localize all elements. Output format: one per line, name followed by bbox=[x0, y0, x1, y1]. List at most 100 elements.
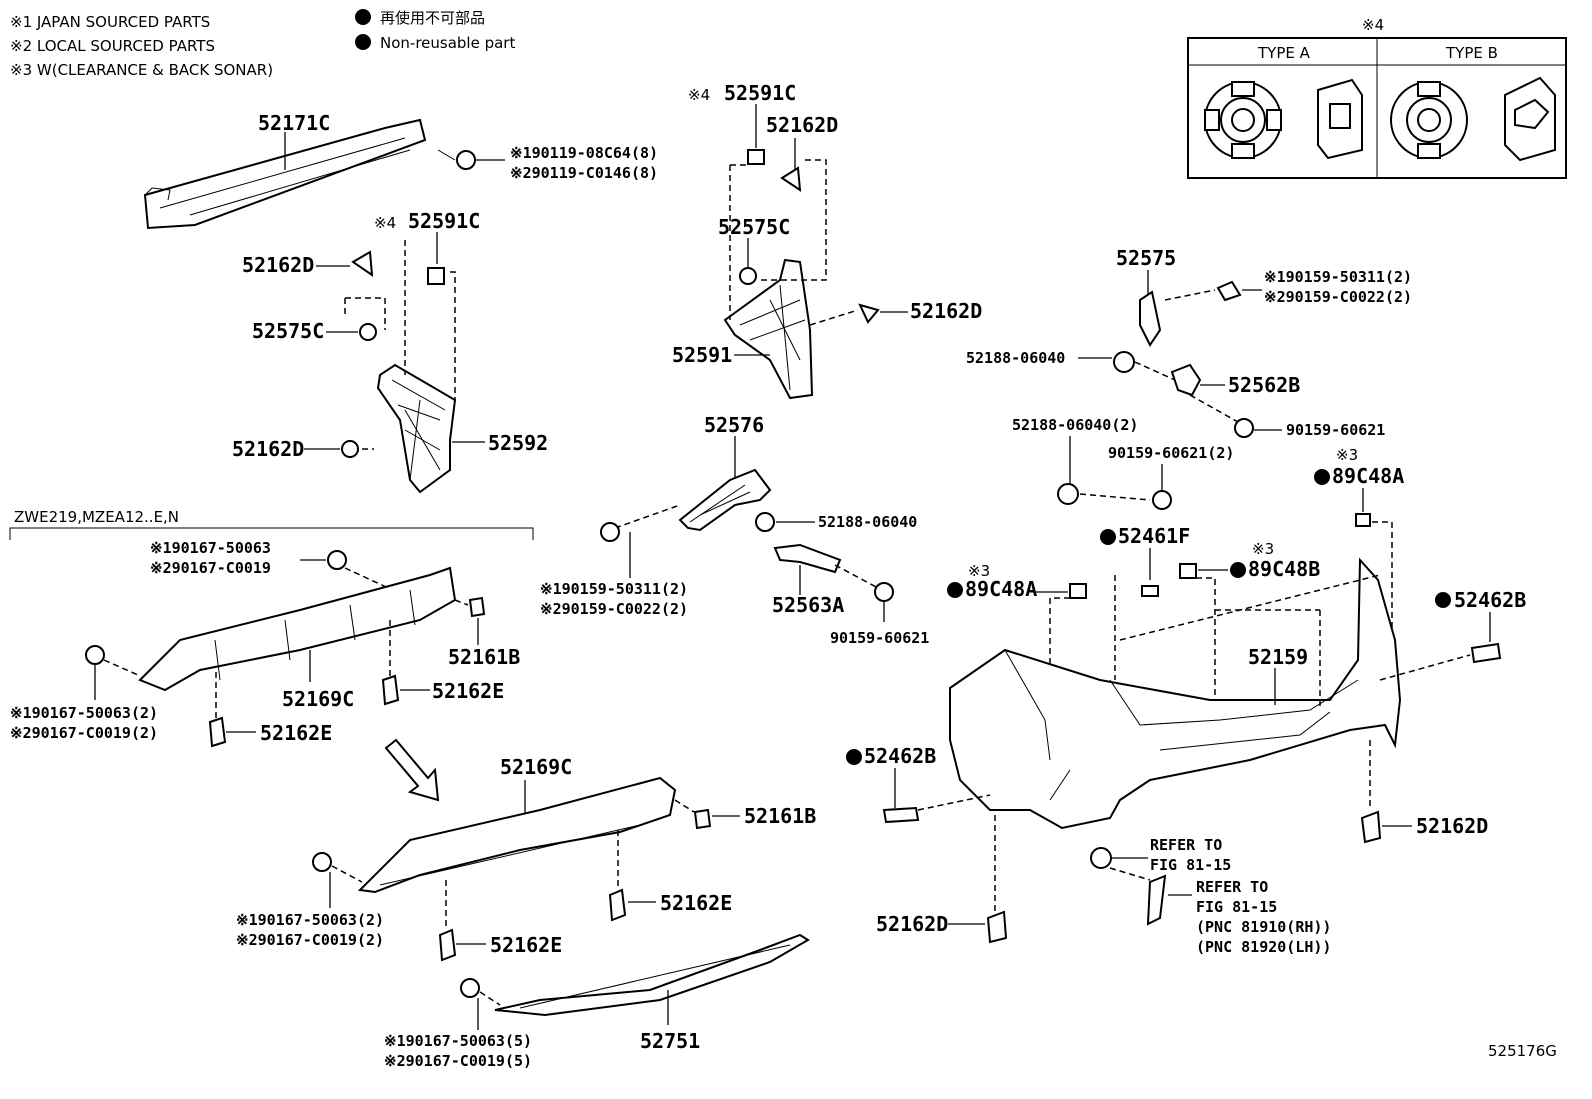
clip-icon bbox=[739, 267, 757, 285]
garnish-52169C-lower[interactable] bbox=[357, 776, 677, 894]
clip-icon bbox=[351, 250, 374, 278]
type-b-label: TYPE B bbox=[1445, 44, 1498, 62]
label-refer-a1: REFER TO bbox=[1150, 836, 1222, 854]
reflector-icon bbox=[1146, 874, 1167, 926]
label-52462B-a: 52462B bbox=[1454, 588, 1526, 612]
bracket-52591[interactable] bbox=[723, 258, 814, 400]
type-a-label: TYPE A bbox=[1257, 44, 1311, 62]
legend-note-1: ※1 JAPAN SOURCED PARTS bbox=[10, 13, 210, 31]
non-reusable-dot-icon bbox=[1100, 529, 1116, 545]
label-refer-b4: (PNC 81920(LH)) bbox=[1196, 938, 1331, 956]
label-52188-c: 52188-06040(2) bbox=[1012, 416, 1138, 434]
variant-section: ZWE219,MZEA12..E,N ※190167-50063 ※290167… bbox=[9, 508, 534, 748]
label-89C48A-a: 89C48A bbox=[1332, 464, 1404, 488]
clip-icon bbox=[608, 888, 627, 922]
label-mark3-c: ※3 bbox=[968, 562, 990, 580]
cap-icon bbox=[693, 808, 712, 830]
reinforcement-52171C-group: 52171C ※190119-08C64(8) ※290119-C0146(8) bbox=[143, 111, 658, 230]
label-52162D-e: 52162D bbox=[1416, 814, 1488, 838]
label-90159-b: 90159-60621 bbox=[1286, 421, 1385, 439]
bracket-52563A[interactable] bbox=[773, 543, 842, 574]
label-52169C-a: 52169C bbox=[282, 687, 354, 711]
bolt-icon bbox=[437, 149, 476, 170]
label-52162D-c: 52162D bbox=[766, 113, 838, 137]
label-refer-b1: REFER TO bbox=[1196, 878, 1268, 896]
type-box-mark: ※4 bbox=[1362, 16, 1384, 34]
clip-icon bbox=[359, 323, 377, 341]
clip-icon bbox=[1057, 483, 1079, 505]
label-52171C: 52171C bbox=[258, 111, 330, 135]
label-bolt-s2-d: ※290167-C0019 bbox=[150, 559, 271, 577]
label-52162E-b: 52162E bbox=[260, 721, 332, 745]
garnish-52169C-upper[interactable] bbox=[138, 566, 457, 692]
bolt-icon bbox=[85, 645, 105, 665]
direction-arrow-icon bbox=[384, 738, 440, 802]
label-90159-c: 90159-60621(2) bbox=[1108, 444, 1234, 462]
label-52159: 52159 bbox=[1248, 645, 1308, 669]
pad-icon bbox=[1470, 642, 1502, 664]
label-52461F: 52461F bbox=[1118, 524, 1190, 548]
bumper-reinforcement-52171C[interactable] bbox=[143, 118, 427, 230]
label-52162D-d: 52162D bbox=[910, 299, 982, 323]
rear-bumper-group: 52188-06040(2) 90159-60621(2) ※3 89C48A … bbox=[846, 416, 1526, 956]
label-52162E-c: 52162E bbox=[660, 891, 732, 915]
type-b-clip-icon bbox=[1390, 76, 1556, 162]
clip-icon bbox=[755, 512, 775, 532]
non-reusable-dot-icon bbox=[355, 34, 371, 50]
label-52751: 52751 bbox=[640, 1029, 700, 1053]
label-52188-a: 52188-06040 bbox=[818, 513, 917, 531]
label-52162D-b: 52162D bbox=[232, 437, 304, 461]
label-bolt-s1-c: ※190159-50311(2) bbox=[1264, 268, 1412, 286]
bolt-icon bbox=[327, 550, 347, 570]
bolt-icon bbox=[312, 852, 332, 872]
bolt-icon bbox=[460, 978, 480, 998]
lower-garnish-group: 52169C 52161B 52162E ※190167-50063(2) ※2… bbox=[236, 755, 816, 1070]
label-mark3-a: ※3 bbox=[1336, 446, 1358, 464]
label-52592: 52592 bbox=[488, 431, 548, 455]
bracket-52576[interactable] bbox=[678, 468, 772, 532]
label-refer-a2: FIG 81-15 bbox=[1150, 856, 1231, 874]
label-bolt-s1-f: ※190167-50063(2) bbox=[236, 911, 384, 929]
sensor-retainer-icon bbox=[1069, 583, 1087, 599]
label-mark3-b: ※3 bbox=[1252, 540, 1274, 558]
label-bolt-s2-f: ※290167-C0019(2) bbox=[236, 931, 384, 949]
non-reusable-dot-icon bbox=[355, 9, 371, 25]
label-52575C-b: 52575C bbox=[718, 215, 790, 239]
clip-icon bbox=[381, 674, 400, 706]
label-52591C-b: 52591C bbox=[724, 81, 796, 105]
label-bolt-s2-g: ※290167-C0019(5) bbox=[384, 1052, 532, 1070]
bracket-52575[interactable] bbox=[1139, 290, 1162, 347]
label-52575: 52575 bbox=[1116, 246, 1176, 270]
nut-icon bbox=[427, 267, 445, 285]
label-bolt-s2-b: ※290159-C0022(2) bbox=[540, 600, 688, 618]
label-52563A: 52563A bbox=[772, 593, 844, 617]
label-89C48A-b: 89C48A bbox=[965, 577, 1037, 601]
nut-icon bbox=[747, 149, 765, 165]
label-bolt-s1-a: ※190119-08C64(8) bbox=[510, 144, 658, 162]
clip-icon bbox=[780, 166, 802, 192]
rear-bumper-cover-52159[interactable] bbox=[949, 557, 1402, 830]
label-52162D-a: 52162D bbox=[242, 253, 314, 277]
bracket-52591-group: ※4 52591C 52162D 52575C 52162D 52591 bbox=[672, 81, 982, 400]
variant-label: ZWE219,MZEA12..E,N bbox=[14, 508, 179, 526]
label-52462B-b: 52462B bbox=[864, 744, 936, 768]
label-52575C-a: 52575C bbox=[252, 319, 324, 343]
label-90159-a: 90159-60621 bbox=[830, 629, 929, 647]
label-89C48B: 89C48B bbox=[1248, 557, 1320, 581]
label-bolt-s2-c: ※290159-C0022(2) bbox=[1264, 288, 1412, 306]
diagram-code: 525176G bbox=[1488, 1042, 1557, 1060]
bolt-icon bbox=[874, 582, 894, 602]
bracket-52592-group: ※4 52591C 52162D 52575C 52162D 52592 bbox=[232, 209, 548, 494]
non-reusable-dot-icon bbox=[1230, 562, 1246, 578]
label-52169C-b: 52169C bbox=[500, 755, 572, 779]
label-bolt-s2-e: ※290167-C0019(2) bbox=[10, 724, 158, 742]
bracket-52562B[interactable] bbox=[1170, 363, 1202, 397]
label-refer-b3: (PNC 81910(RH)) bbox=[1196, 918, 1331, 936]
sensor-retainer-icon bbox=[1179, 563, 1197, 579]
clip-icon bbox=[341, 440, 359, 458]
label-bolt-s1-d: ※190167-50063 bbox=[150, 539, 271, 557]
clip-icon bbox=[858, 303, 880, 324]
label-52591: 52591 bbox=[672, 343, 732, 367]
bracket-52575-group: 52575 ※190159-50311(2) ※290159-C0022(2) … bbox=[966, 246, 1412, 439]
label-bolt-s2-a: ※290119-C0146(8) bbox=[510, 164, 658, 182]
